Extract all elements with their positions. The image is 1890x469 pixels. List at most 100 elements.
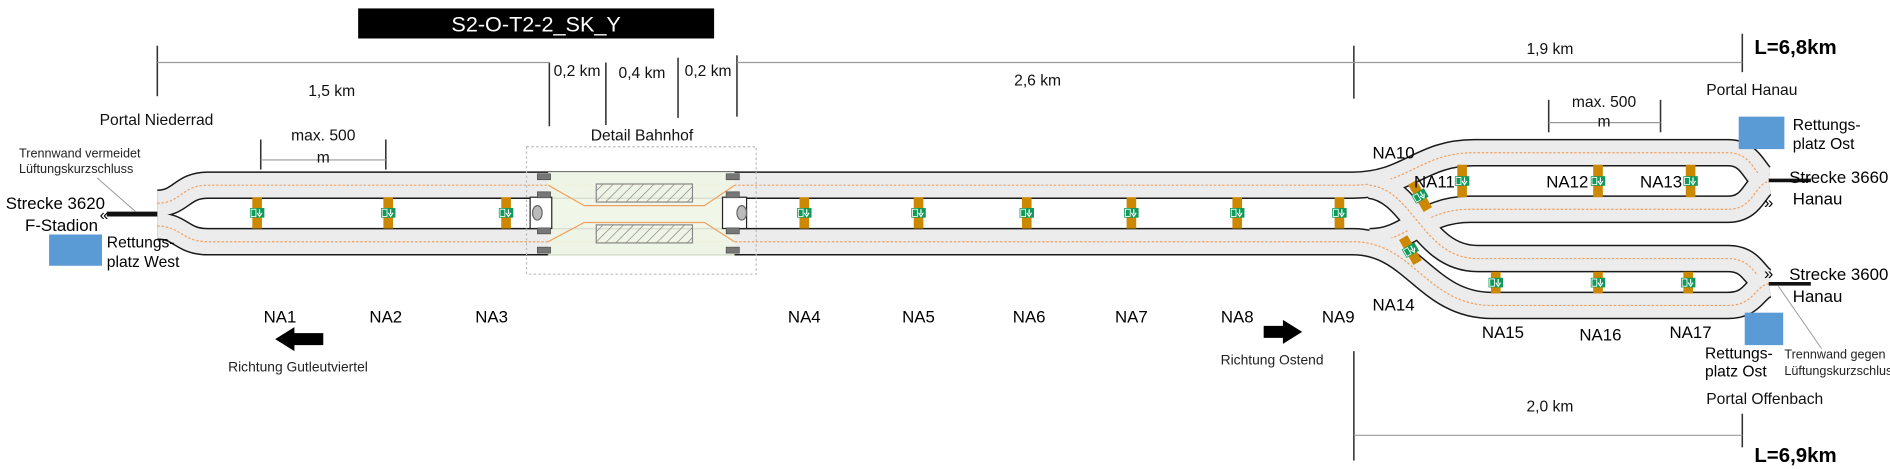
max-spacing-unit: m [317, 149, 330, 166]
emergency-exit-icon [1411, 188, 1429, 204]
cross-passage [1332, 197, 1347, 229]
station-detail: Detail Bahnhof [525, 128, 757, 275]
total-length-bottom: L=6,9km [1754, 444, 1836, 467]
fan-unit-icon [725, 191, 740, 199]
chevron-right-icon: » [1764, 193, 1773, 212]
fan-icon [736, 205, 748, 221]
emergency-exit-icon [1401, 242, 1420, 258]
emergency-exit-icon [1488, 277, 1503, 288]
direction-west: Richtung Gutleutviertel [228, 327, 368, 375]
cross-passage [380, 197, 396, 229]
dimension-label: 2,0 km [1526, 398, 1573, 415]
passage-label: NA11 [1414, 173, 1455, 192]
passage-label: NA12 [1546, 173, 1588, 192]
note-label: Trennwand vermeidet [19, 147, 141, 161]
passage-label: NA15 [1482, 323, 1524, 342]
portal-label: Portal Hanau [1706, 82, 1797, 99]
rescue-area-label: Rettungs- [1705, 345, 1773, 362]
emergency-exit-icon [498, 208, 514, 218]
passage-label: NA5 [902, 307, 935, 326]
fan-unit-icon [537, 227, 551, 235]
direction-east: Richtung Ostend [1221, 319, 1324, 367]
direction-label: Richtung Gutleutviertel [228, 359, 368, 375]
max-spacing-label: max. 500 [1572, 94, 1637, 111]
note-label: Lüftungskurzschluss [1784, 364, 1890, 378]
dimension-label: 1,9 km [1526, 41, 1573, 58]
arrow-left-icon [275, 327, 324, 352]
cross-passage [1680, 271, 1696, 294]
portal-label: Portal Offenbach [1706, 391, 1823, 408]
portal-west: « Portal Niederrad Trennwand vermeidet L… [6, 112, 214, 271]
passage-label: NA3 [475, 307, 508, 326]
cross-passage [1590, 271, 1606, 294]
line-label: Hanau [1793, 287, 1843, 306]
emergency-exit-icon [1230, 208, 1245, 218]
max-spacing-label: max. 500 [291, 128, 356, 145]
max-spacing-unit: m [1597, 113, 1610, 130]
fan-unit-icon [725, 227, 740, 235]
emergency-exit-icon [1332, 208, 1347, 218]
total-length-top: L=6,8km [1754, 36, 1836, 59]
passage-label: NA7 [1115, 307, 1148, 326]
passage-label: NA13 [1640, 173, 1682, 192]
fan-unit-icon [725, 173, 740, 181]
emergency-exit-icon [1590, 176, 1606, 186]
cross-passage [1590, 164, 1606, 198]
passage-label: NA1 [264, 307, 297, 326]
max-spacing-left: max. 500 m [259, 128, 387, 170]
dimension-label: 1,5 km [308, 83, 355, 100]
portal-label: Portal Niederrad [100, 112, 214, 129]
platform [595, 224, 694, 244]
station-detail-label: Detail Bahnhof [591, 128, 694, 145]
top-dimensions: 1,5 km 0,2 km 0,4 km 0,2 km 2,6 km 1,9 k… [156, 33, 1837, 127]
cross-passage [1488, 271, 1503, 294]
fan-icon [531, 205, 543, 221]
passage-label: NA9 [1322, 307, 1355, 326]
fan-unit-icon [537, 246, 551, 254]
cross-passage [1683, 164, 1698, 198]
emergency-exit-icon [380, 208, 396, 218]
emergency-exit-icon [1019, 208, 1034, 218]
cross-passage [797, 197, 812, 229]
cross-passage [1399, 235, 1422, 266]
dimension-label: 0,4 km [619, 65, 666, 82]
cross-passage [1408, 180, 1432, 212]
portal-east: Portal Hanau Rettungs- platz Ost » Strec… [1705, 82, 1890, 408]
cross-passage [911, 197, 926, 229]
fan-unit-icon [537, 173, 551, 181]
note-label: Trennwand gegen [1784, 347, 1885, 361]
rescue-area-marker [1738, 116, 1785, 150]
track [1369, 180, 1769, 243]
line-label: Hanau [1793, 189, 1843, 208]
note-label: Lüftungskurzschluss [19, 162, 133, 176]
direction-label: Richtung Ostend [1221, 351, 1324, 367]
rescue-area-label: Rettungs- [107, 235, 175, 252]
diagram-title: S2-O-T2-2_SK_Y [451, 11, 620, 36]
rescue-area-label: platz West [107, 254, 180, 271]
passage-label: NA14 [1373, 295, 1415, 314]
emergency-exit-icon [797, 208, 812, 218]
rescue-area-label: platz Ost [1705, 363, 1767, 380]
passage-label: NA16 [1579, 325, 1621, 344]
line-label: F-Stadion [25, 216, 98, 235]
line-label: Strecke 3620 [6, 194, 105, 213]
track [157, 152, 1769, 204]
passage-label: NA4 [788, 307, 821, 326]
track [157, 225, 1769, 307]
rescue-area-marker [49, 234, 103, 266]
ventilation-equipment [537, 173, 740, 254]
cross-passage [1454, 164, 1470, 198]
cross-passage [1124, 197, 1139, 229]
passage-label: NA6 [1013, 307, 1046, 326]
chevron-right-icon: » [1764, 264, 1773, 283]
cross-passage [249, 197, 265, 229]
rescue-area-label: platz Ost [1793, 136, 1855, 153]
fan-unit-icon [725, 246, 740, 254]
platform [595, 183, 694, 203]
rescue-area-label: Rettungs- [1793, 117, 1861, 134]
emergency-exit-icon [1680, 277, 1696, 288]
line-label: Strecke 3660 [1789, 168, 1888, 187]
dimension-label: 2,6 km [1014, 72, 1061, 89]
